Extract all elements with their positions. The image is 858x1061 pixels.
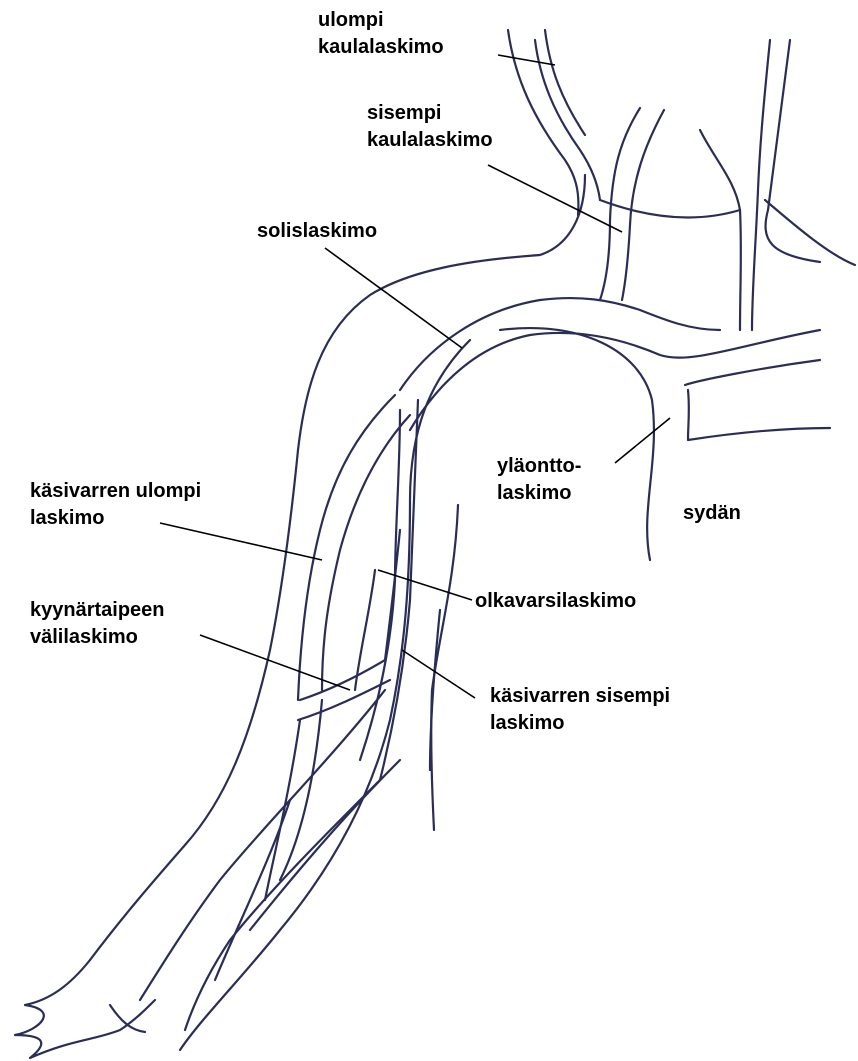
neck-contour — [600, 200, 740, 217]
leader-solislaskimo — [325, 248, 462, 348]
label-sydan: sydän — [683, 500, 741, 527]
label-kasivarren-ulompi-laskimo: käsivarren ulompi laskimo — [30, 478, 201, 532]
median-cubital-a — [300, 660, 385, 700]
subclavian-upper — [400, 298, 720, 390]
label-kasivarren-sisempi-laskimo: käsivarren sisempi laskimo — [490, 683, 670, 737]
cephalic-vein-a — [298, 395, 395, 700]
label-olkavarsilaskimo: olkavarsilaskimo — [475, 588, 636, 615]
brachial-vein-b — [385, 530, 400, 660]
shoulder-contour — [90, 175, 585, 960]
hand-thumb — [110, 1005, 145, 1032]
label-solislaskimo: solislaskimo — [257, 218, 377, 245]
heart-contour — [688, 390, 830, 440]
leader-kyynartaipeen — [200, 635, 350, 690]
right-jugular-c — [766, 40, 820, 262]
label-ylaonttolaskimo: yläontto- laskimo — [497, 453, 581, 507]
leader-ulompi-kaulalaskimo — [498, 55, 555, 65]
arm-medial-contour — [180, 340, 470, 1050]
label-sisempi-kaulalaskimo: sisempi kaulalaskimo — [367, 100, 493, 154]
external-jugular-outline-a — [508, 30, 578, 215]
subclavian-lower — [410, 330, 820, 430]
right-neck-contour — [765, 200, 855, 265]
forearm-vein-2 — [280, 700, 322, 880]
superior-vena-cava-left — [500, 328, 654, 560]
leader-ylaonttolaskimo — [615, 418, 670, 463]
label-kyynartaipeen-valilaskimo: kyynärtaipeen välilaskimo — [30, 597, 165, 651]
superior-vena-cava-right — [685, 360, 820, 385]
forearm-vein-6 — [215, 800, 290, 980]
label-ulompi-kaulalaskimo: ulompi kaulalaskimo — [318, 7, 444, 61]
hand-contour — [15, 960, 155, 1058]
right-jugular-a — [700, 130, 741, 330]
internal-jugular-outline-a — [600, 108, 640, 300]
leader-sisempi-kaulalaskimo — [488, 165, 622, 232]
external-jugular-outline-c — [545, 30, 585, 135]
internal-jugular-outline-b — [622, 110, 664, 300]
right-jugular-b — [752, 40, 770, 330]
forearm-vein-3 — [140, 690, 385, 1000]
leader-kasivarren-sisempi — [402, 650, 475, 698]
